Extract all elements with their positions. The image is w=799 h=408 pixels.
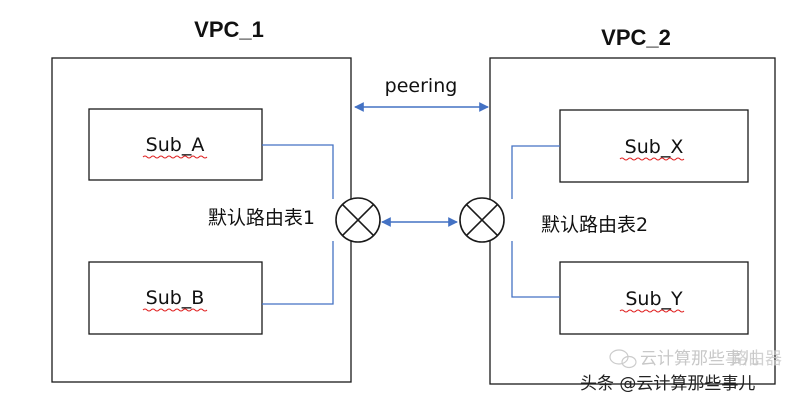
subnet-sub-y-label: Sub_Y — [625, 288, 683, 310]
route-table-2-label: 默认路由表2 — [541, 214, 648, 236]
subnet-sub-y-box — [559, 261, 749, 335]
peering-label: peering — [385, 75, 458, 97]
spellcheck-underline — [142, 308, 208, 312]
route-table-1-label: 默认路由表1 — [208, 207, 315, 229]
wechat-icon — [609, 349, 637, 369]
connector-sub-x-to-rt2 — [511, 145, 560, 199]
vpc1-title: VPC_1 — [194, 17, 264, 42]
subnet-sub-a-label: Sub_A — [146, 134, 205, 156]
connector-sub-y-to-rt2 — [511, 241, 560, 298]
watermark-text: 头条 @云计算那些事儿 — [580, 374, 755, 394]
watermark-faint-text: 云计算那些事儿 — [640, 349, 759, 369]
watermark-faint-logo: 路由器 — [731, 349, 782, 369]
spellcheck-underline — [142, 155, 208, 159]
spellcheck-underline — [619, 157, 685, 161]
watermark: 云计算那些事儿 路由器 头条 @云计算那些事儿 — [580, 349, 782, 394]
route-table-1-icon — [335, 197, 381, 243]
subnet-sub-x-box — [559, 109, 749, 183]
connector-sub-a-to-rt1 — [262, 144, 334, 199]
subnet-sub-b-box — [88, 261, 263, 335]
subnet-sub-b-label: Sub_B — [146, 287, 205, 309]
subnet-sub-x-label: Sub_X — [625, 136, 684, 158]
route-table-2-icon — [459, 197, 505, 243]
spellcheck-underline — [619, 309, 685, 313]
vpc2-title: VPC_2 — [601, 25, 671, 50]
subnet-sub-a-box — [88, 108, 263, 181]
connector-sub-b-to-rt1 — [262, 241, 334, 305]
